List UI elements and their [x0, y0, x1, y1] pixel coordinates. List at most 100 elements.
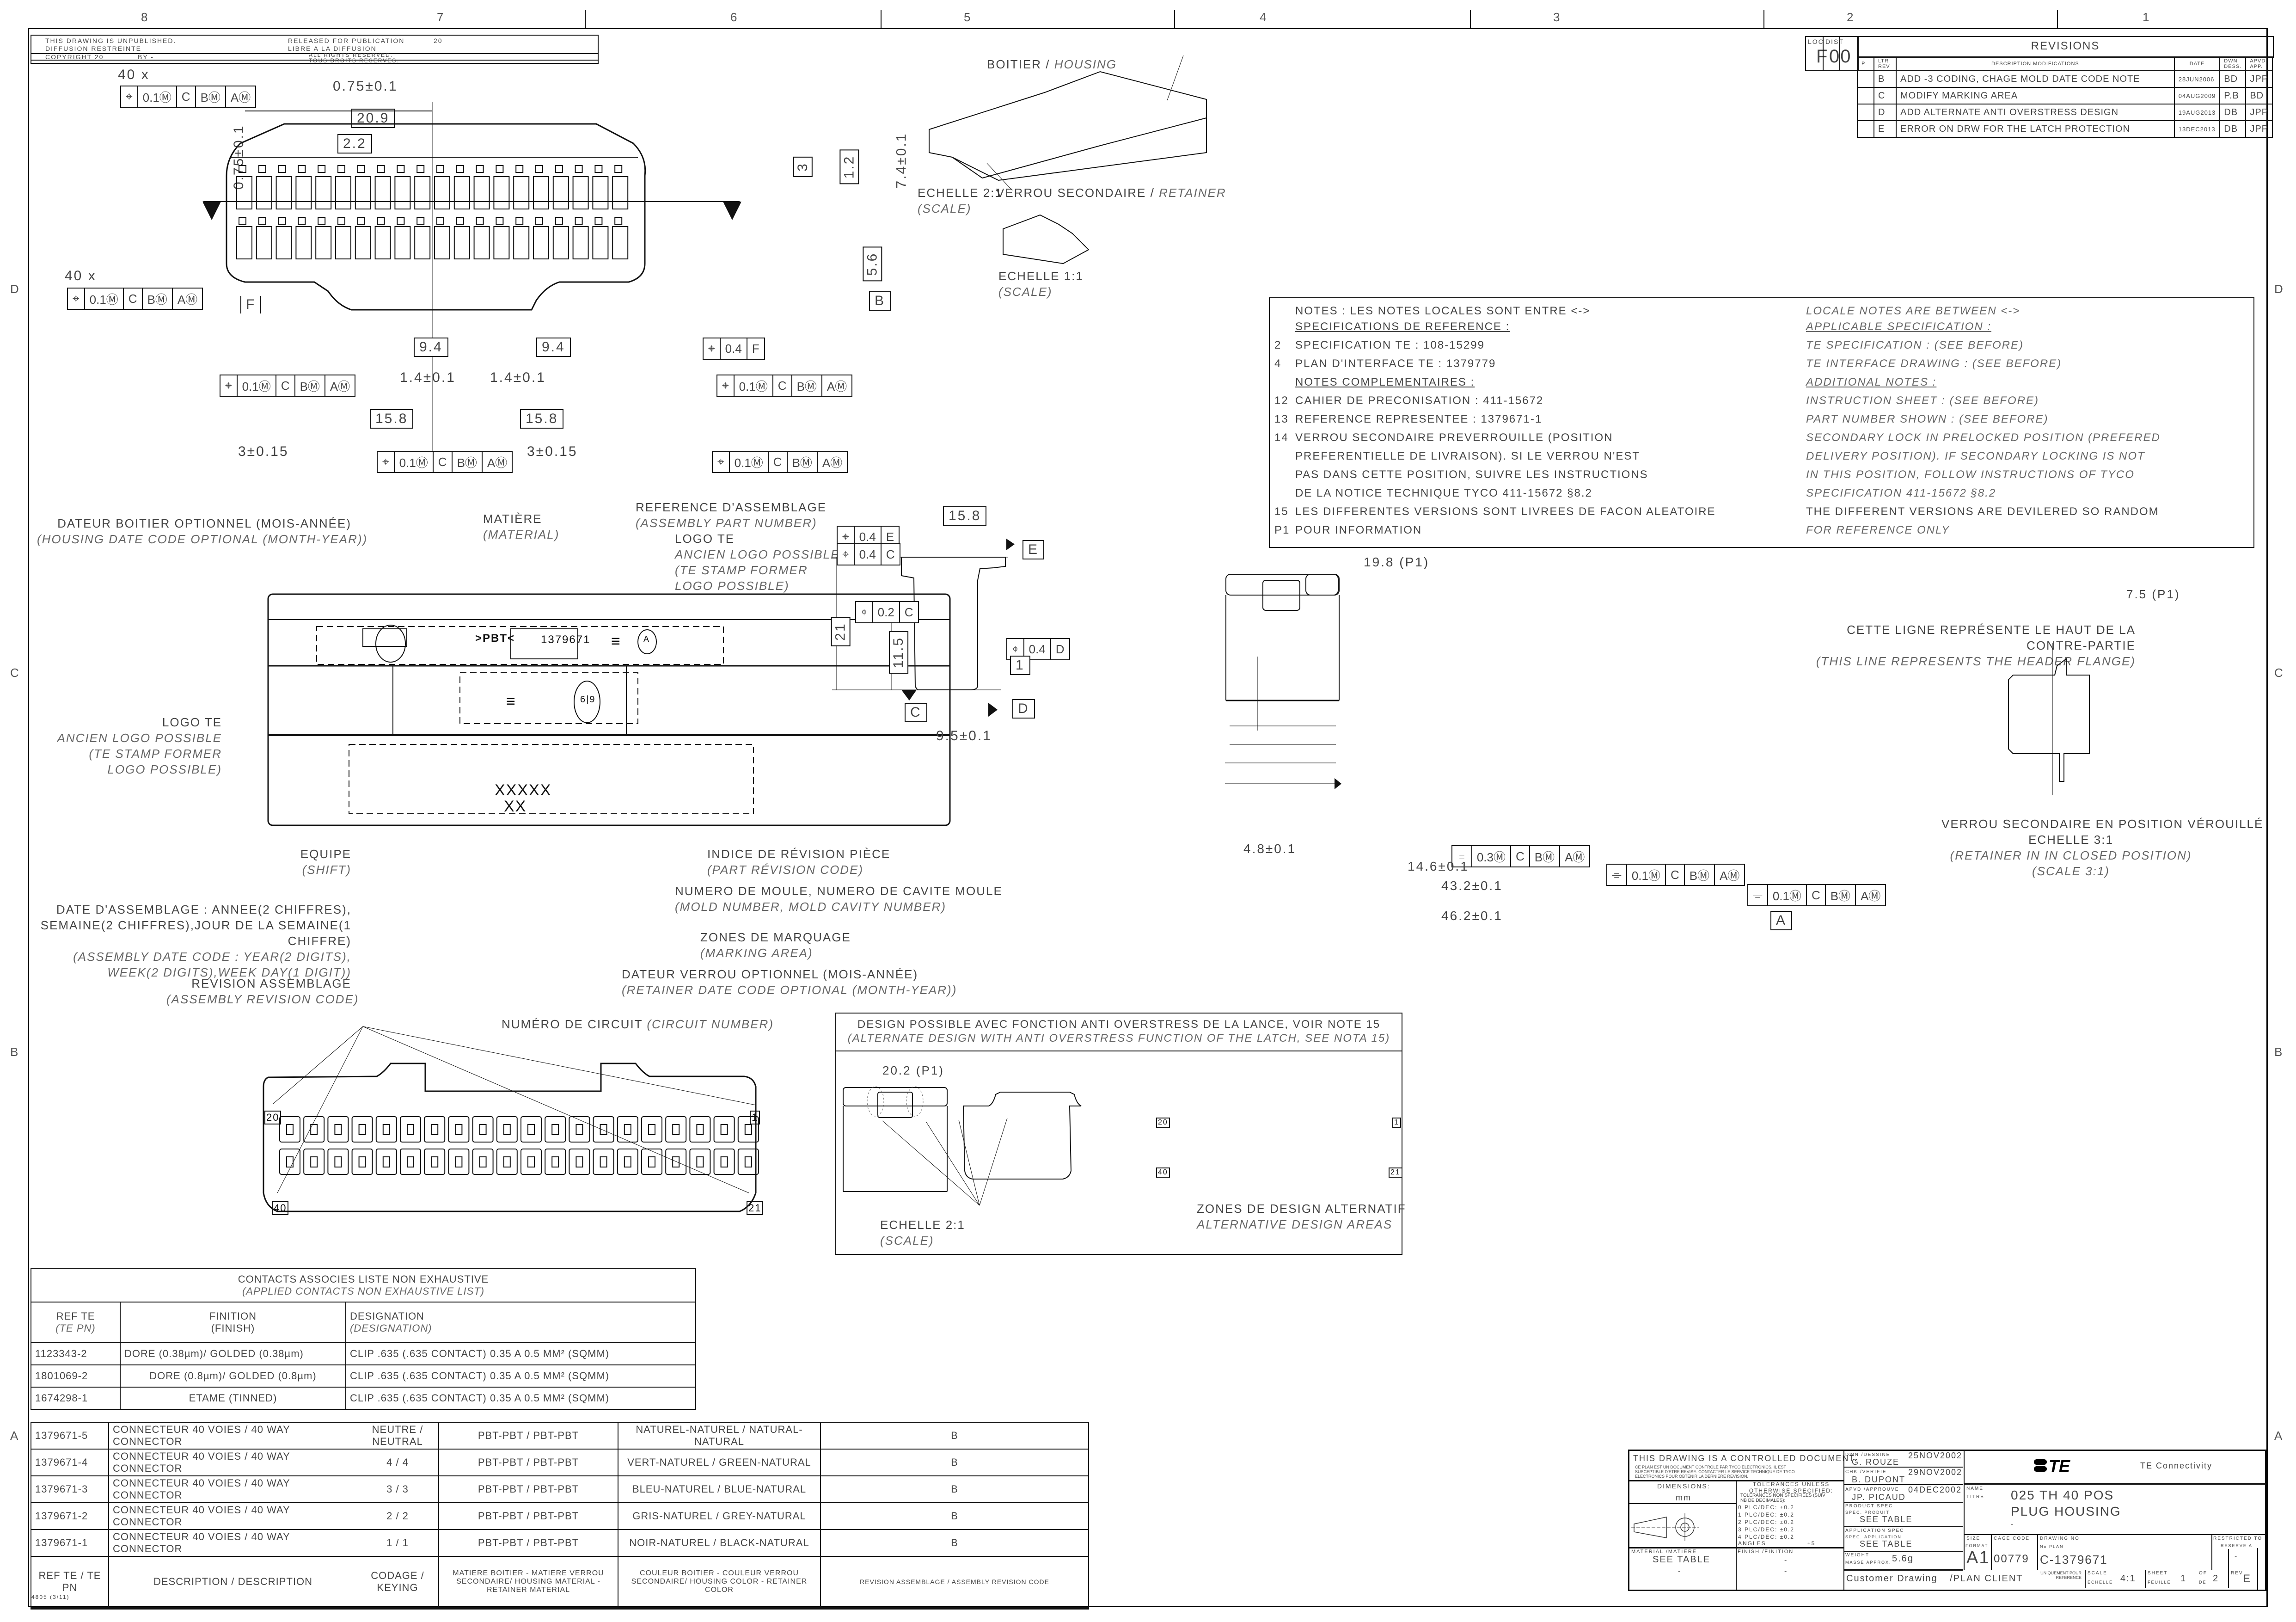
scale-cell: SCALE ECHELLE 4:1	[2085, 1570, 2146, 1588]
part-row: 1379671-4 CONNECTEUR 40 VOIES / 40 WAY C…	[31, 1449, 1089, 1476]
dim-1-4-right: 1.4±0.1	[490, 370, 546, 385]
note-row: 14 VERROU SECONDAIRE PREVERROUILLE (POSI…	[1270, 431, 2253, 450]
caption-scale: ECHELLE 3:1	[2028, 833, 2113, 847]
rev-apvd: JPP	[2245, 120, 2273, 138]
dimensions-label: DIMENSIONS:	[1657, 1482, 1710, 1490]
part-desc: CONNECTEUR 40 VOIES / 40 WAY CONNECTOR	[108, 1475, 357, 1503]
cage-code-value: 00779	[1994, 1553, 2029, 1565]
drawing-number-cell: DRAWING NO No PLAN C-1379671	[2038, 1534, 2212, 1570]
note-en: SPECIFICATION 411-15672 §8.2	[1806, 487, 1996, 499]
datum-a: A	[1770, 911, 1793, 930]
header-fr: REF TE	[56, 1310, 95, 1322]
drawn-cell: DWN /DESSINE 25NOV2002 G. ROUZE	[1843, 1451, 1963, 1468]
scale-label: ECHELLE 2:1	[918, 186, 1003, 200]
fcf-position-f: ⌖ 0.4 F	[703, 338, 765, 360]
part-row: 1379671-5 CONNECTEUR 40 VOIES / 40 WAY C…	[31, 1422, 1089, 1450]
controlled-doc-cell: THIS DRAWING IS A CONTROLLED DOCUMENT. C…	[1629, 1451, 1856, 1481]
rev-dwn: DB	[2219, 104, 2247, 121]
header-en: (TE PN)	[55, 1322, 96, 1334]
callout-marking-area: ZONES DE MARQUAGE (MARKING AREA)	[700, 929, 851, 961]
note-fr: CAHIER DE PRECONISATION : 411-15672	[1295, 394, 1544, 407]
alt-circuit-label-40: 40	[1156, 1167, 1170, 1178]
fcf-datum: BⓂ	[1530, 846, 1561, 866]
revision-row: C MODIFY MARKING AREA 04AUG2009 P.B BD	[1857, 87, 2273, 104]
callout-part-revision: INDICE DE RÉVISION PIÈCE (PART RÉVISION …	[707, 846, 890, 878]
scale-label-en: (SCALE)	[998, 285, 1053, 299]
rev-value: E	[2243, 1573, 2252, 1585]
callout-mold-number: NUMERO DE MOULE, NUMERO DE CAVITE MOULE …	[675, 883, 1003, 915]
callout-fr: REFERENCE D'ASSEMBLAGE	[636, 500, 827, 514]
part-ref: 1379671-2	[31, 1502, 109, 1530]
fcf-symmetry-2: ⌯ 0.1Ⓜ C BⓂ AⓂ	[1606, 864, 1745, 886]
ref-only-label: UNIQUEMENT POUR REFERENCE	[2040, 1571, 2082, 1580]
contacts-table: CONTACTS ASSOCIES LISTE NON EXHAUSTIVE (…	[31, 1268, 696, 1410]
note-row: DE LA NOTICE TECHNIQUE TYCO 411-15672 §8…	[1270, 487, 2253, 505]
rev-ltr: B	[1874, 70, 1897, 88]
note-fr: POUR INFORMATION	[1295, 524, 1422, 536]
parts-header-desc: DESCRIPTION / DESCRIPTION	[108, 1556, 357, 1609]
caption-fr: VERROU SECONDAIRE EN POSITION VÉROUILLÉ	[1941, 817, 2264, 831]
third-angle-projection-icon	[1631, 1513, 1699, 1541]
contact-ref: 1801069-2	[31, 1364, 121, 1388]
part-keying: 1 / 1	[357, 1529, 439, 1557]
note-num: 15	[1274, 505, 1289, 518]
zone-7: 7	[437, 10, 444, 24]
callout-en: ANCIEN LOGO POSSIBLE (TE STAMP FORMER LO…	[675, 547, 840, 593]
note-row: PREFERENTIELLE DE LIVRAISON). SI LE VERR…	[1270, 450, 2253, 468]
part-color: NATUREL-NATUREL / NATURAL-NATURAL	[618, 1422, 821, 1450]
callout-en: (HOUSING DATE CODE OPTIONAL (MONTH-YEAR)…	[37, 532, 368, 546]
released-label: RELEASED FOR PUBLICATION	[288, 37, 405, 44]
dim-14-6: 14.6±0.1	[1408, 859, 1469, 873]
fcf-tolerance: 0.1Ⓜ	[85, 289, 124, 309]
scale-value: 4:1	[2120, 1573, 2136, 1584]
dim-20-2: 20.2 (P1)	[882, 1063, 944, 1077]
rev-ltr: D	[1874, 104, 1897, 121]
material-cell: MATERIAL /MATIERE SEE TABLE -	[1629, 1547, 1737, 1590]
part-rev: B	[820, 1502, 1089, 1530]
notes-header: NOTES : LES NOTES LOCALES SONT ENTRE <->	[1295, 302, 1590, 320]
zone-4: 4	[1260, 10, 1267, 24]
tolerance-1: 1 PLC/DEC: ±0.2	[1738, 1511, 1794, 1518]
alt-zones-callout: ZONES DE DESIGN ALTERNATIF ALTERNATIVE D…	[1197, 1201, 1406, 1232]
approved-name: JP. PICAUD	[1852, 1493, 1906, 1502]
fcf-symmetry-1: ⌯ 0.3Ⓜ C BⓂ AⓂ	[1451, 845, 1591, 867]
note-row: NOTES COMPLEMENTAIRES : ADDITIONAL NOTES…	[1270, 376, 2253, 394]
fcf-tolerance: 0.1Ⓜ	[138, 86, 177, 107]
sheet-cell: SHEET FEUILLE 1 OF DE 2	[2145, 1570, 2229, 1588]
note-fr: NOTES COMPLEMENTAIRES :	[1295, 376, 1475, 388]
circuit-view-drawing	[263, 1026, 759, 1212]
size-cell: SIZE FORMAT A1	[1964, 1534, 1992, 1570]
part-material: PBT-PBT / PBT-PBT	[438, 1475, 618, 1503]
zone-d-right: D	[2274, 282, 2283, 296]
revision-mark: A	[643, 634, 650, 644]
material-value: SEE TABLE	[1653, 1554, 1711, 1565]
rights-label: ALL RIGHTS RESERVED.	[309, 52, 393, 58]
drawing-title-line2: PLUG HOUSING	[2011, 1504, 2121, 1518]
callout-material: MATIÈRE (MATERIAL)	[483, 511, 559, 542]
dim-46-2: 46.2±0.1	[1441, 909, 1503, 923]
part-keying: 3 / 3	[357, 1475, 439, 1503]
weight-label: WEIGHT	[1845, 1553, 1869, 1558]
rev-date: 13DEC2013	[2174, 120, 2221, 138]
approvals-column: DWN /DESSINE 25NOV2002 G. ROUZE CHK /VER…	[1843, 1451, 1964, 1590]
app-spec-label-fr: SPEC. APPLICATION	[1845, 1535, 1902, 1539]
controlled-doc-label-fr: CE PLAN EST UN DOCUMENT CONTROLE PAR TYC…	[1635, 1465, 1795, 1479]
alt-design-header: DESIGN POSSIBLE AVEC FONCTION ANTI OVERS…	[836, 1014, 1402, 1051]
loc-value: F	[1816, 46, 1829, 67]
caption-en: (RETAINER IN IN CLOSED POSITION)	[1950, 848, 2192, 862]
iso-views: BOITIER / HOUSING ECHELLE 2:1 (SCALE) VE…	[906, 46, 1267, 481]
part-color: VERT-NATUREL / GREEN-NATURAL	[618, 1449, 821, 1476]
contacts-title-en: (APPLIED CONTACTS NON EXHAUSTIVE LIST)	[242, 1285, 485, 1297]
finish-sub: -	[1784, 1567, 1788, 1575]
drawing-title-line3: -	[2011, 1520, 2014, 1528]
note-en: ADDITIONAL NOTES :	[1806, 376, 1937, 388]
sheet-label-fr: FEUILLE	[2148, 1580, 2171, 1585]
note-en: DELIVERY POSITION). IF SECONDARY LOCKING…	[1806, 450, 2145, 462]
form-code: 4805 (3/11)	[31, 1594, 70, 1600]
header-en: (FINISH)	[211, 1322, 255, 1334]
fcf-datum: BⓂ	[143, 289, 173, 309]
housing-label: BOITIER	[987, 57, 1042, 71]
weight-value: 5.6g	[1892, 1554, 1914, 1564]
callout-logo-mid: LOGO TE ANCIEN LOGO POSSIBLE (TE STAMP F…	[55, 714, 222, 777]
